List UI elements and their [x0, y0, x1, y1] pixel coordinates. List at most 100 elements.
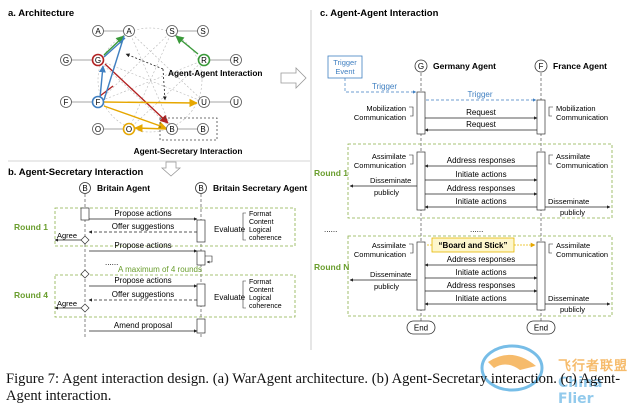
activation-bar	[416, 241, 426, 311]
address-n1: Address responses	[447, 255, 515, 264]
self-loop	[205, 255, 213, 264]
mobilization-f-2: Communication	[556, 113, 608, 122]
architecture-mesh	[97, 27, 205, 133]
germany-name: Germany Agent	[433, 61, 496, 71]
mobilization-bracket	[409, 106, 414, 117]
node-b-outer: B	[200, 125, 205, 134]
trigger-label-1: Trigger	[372, 82, 397, 91]
france-end-label: End	[534, 324, 548, 333]
msg-offer4: Offer suggestions	[112, 290, 175, 299]
round1-label-c: Round 1	[314, 168, 348, 178]
watermark-en: China Flier	[558, 375, 603, 407]
activation-bar	[196, 219, 206, 243]
check-coherence: coherence	[249, 235, 282, 242]
britain-secretary-node	[195, 182, 207, 194]
node-a-outer: A	[95, 27, 101, 36]
evaluate1-label: Evaluate	[214, 225, 246, 234]
round1-label-b: Round 1	[14, 222, 48, 232]
assimilate-bracket	[548, 243, 553, 254]
france-end	[526, 320, 556, 335]
architecture-arrows	[98, 35, 199, 133]
britain-agent-name: Britain Agent	[97, 183, 150, 193]
germany-node-label: G	[418, 62, 424, 71]
check-content-4: Content	[249, 287, 274, 294]
interaction-pointer	[125, 53, 164, 70]
assimilate-g-1: Assimilate	[372, 152, 406, 161]
check-format-4: Format	[249, 279, 271, 286]
address-2: Address responses	[447, 184, 515, 193]
check-format: Format	[249, 211, 271, 218]
evaluate1-bracket	[242, 212, 246, 241]
node-a-inner: A	[126, 27, 132, 36]
assimilate-n-f-2: Communication	[556, 250, 608, 259]
msg-agree1: Agree	[57, 231, 77, 240]
mobilization-f-1: Mobilization	[556, 104, 596, 113]
disseminate-n-f-1: Disseminate	[548, 294, 589, 303]
node-b-inner: B	[169, 125, 174, 134]
assimilate-f-1: Assimilate	[556, 152, 590, 161]
check-coherence-4: coherence	[249, 303, 282, 310]
assimilate-n-f-1: Assimilate	[556, 241, 590, 250]
activation-bar	[80, 207, 90, 221]
assimilate-bracket	[409, 243, 414, 254]
node-o-outer: O	[95, 125, 101, 134]
assimilate-bracket	[548, 154, 553, 165]
roundN-label: Round N	[314, 262, 349, 272]
node-g-outer: G	[63, 56, 69, 65]
assimilate-g-2: Communication	[354, 161, 406, 170]
address-n2: Address responses	[447, 281, 515, 290]
architecture-outer-links	[71, 30, 231, 130]
msg-propose2: Propose actions	[114, 241, 171, 250]
france-name: France Agent	[553, 61, 607, 71]
rounds-dots: ......	[105, 258, 118, 267]
activation-bar	[196, 283, 206, 307]
britain-agent-node-label: B	[82, 184, 87, 193]
mobilization-g-2: Communication	[354, 113, 406, 122]
architecture-nodes: A A S S G G R R F F U U O O B B	[60, 25, 242, 136]
assimilate-f-2: Communication	[556, 161, 608, 170]
decision-diamond	[80, 269, 90, 279]
initiate-n2: Initiate actions	[455, 294, 506, 303]
mobilization-g-1: Mobilization	[366, 104, 406, 113]
disseminate-n-f-2: publicly	[560, 305, 585, 314]
round4-box	[54, 274, 296, 318]
panel-a-title: a. Architecture	[8, 8, 74, 19]
msg-propose4: Propose actions	[114, 276, 171, 285]
disseminate-f-1: Disseminate	[548, 197, 589, 206]
msg-propose1: Propose actions	[114, 209, 171, 218]
figure-caption: Figure 7: Agent interaction design. (a) …	[6, 371, 621, 404]
node-u-outer: U	[233, 98, 239, 107]
decision-diamond	[80, 303, 90, 313]
down-arrow-icon	[160, 161, 182, 177]
roundN-box	[347, 235, 613, 317]
interaction-pointer-2	[162, 68, 167, 101]
evaluate4-bracket	[242, 280, 246, 309]
node-f-outer: F	[64, 98, 69, 107]
node-r-outer: R	[233, 56, 239, 65]
britain-secretary-name: Britain Secretary Agent	[213, 183, 307, 193]
board-stick-label: “Board and Stick”	[439, 241, 508, 250]
evaluate4-label: Evaluate	[214, 293, 246, 302]
disseminate-n-g-1: Disseminate	[370, 270, 411, 279]
msg-offer1: Offer suggestions	[112, 222, 175, 231]
britain-agent-node	[79, 182, 91, 194]
panel-c-title: c. Agent-Agent Interaction	[320, 8, 439, 19]
activation-bar	[536, 99, 546, 135]
check-content: Content	[249, 219, 274, 226]
request-1: Request	[466, 108, 497, 117]
germany-end	[406, 320, 436, 335]
panel-b-title: b. Agent-Secretary Interaction	[8, 167, 144, 178]
disseminate-g-2: publicly	[374, 188, 399, 197]
label-agent-agent: Agent-Agent Interaction	[168, 68, 263, 78]
msg-agree4: Agree	[57, 299, 77, 308]
mobilization-bracket	[548, 106, 553, 117]
right-arrow-icon	[280, 67, 307, 89]
assimilate-n-g-1: Assimilate	[372, 241, 406, 250]
france-node	[534, 59, 548, 73]
britain-secretary-node-label: B	[198, 184, 203, 193]
trigger-event-line2: Event	[335, 67, 355, 76]
activation-bar	[536, 151, 546, 211]
activation-bar	[536, 241, 546, 311]
germany-end-label: End	[414, 324, 428, 333]
address-1: Address responses	[447, 156, 515, 165]
